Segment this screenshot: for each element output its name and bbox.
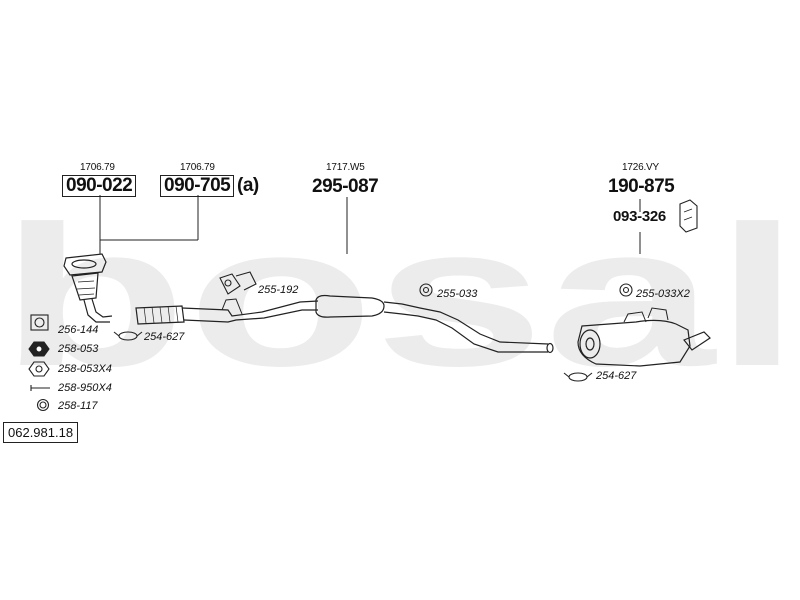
document-id: 062.981.18 (3, 422, 79, 443)
watermark-text: bosal (0, 185, 800, 408)
part-number-190-875: 190-875 (608, 176, 675, 197)
fitting-label-254-627-front: 254-627 (144, 331, 185, 343)
legend-label-258-117: 258-117 (58, 400, 98, 412)
part-suffix-090-705: (a) (237, 175, 259, 196)
legend-icons (28, 314, 50, 412)
front-pipe-catalyst (63, 253, 113, 323)
part-ref-190-875: 1726.VY (622, 162, 659, 173)
part-ref-090-705: 1706.79 (180, 162, 215, 173)
legend-label-258-053: 258-053 (58, 343, 99, 355)
part-number-295-087: 295-087 (312, 176, 379, 197)
fitting-icons (113, 199, 698, 382)
part-ref-090-022: 1706.79 (80, 162, 115, 173)
part-number-090-022: 090-022 (62, 175, 137, 197)
fitting-label-255-192: 255-192 (258, 284, 299, 296)
hex-nut-icon (28, 361, 50, 377)
middle-silencer (315, 294, 554, 354)
legend-label-258-950x4: 258-950X4 (58, 382, 112, 394)
part-ref-295-087: 1717.W5 (326, 162, 365, 173)
part-number-090-705: 090-705 (160, 175, 235, 197)
rear-silencer (577, 307, 711, 367)
fitting-label-254-627-rear: 254-627 (596, 370, 637, 382)
ring-gasket-icon (36, 398, 50, 412)
fitting-label-255-033: 255-033 (437, 288, 478, 300)
legend-label-256-144: 256-144 (58, 324, 99, 336)
intermediate-pipe (135, 298, 319, 325)
legend-label-258-053x4: 258-053X4 (58, 363, 112, 375)
leader-lines (99, 195, 641, 254)
fitting-label-255-033x2: 255-033X2 (636, 288, 690, 300)
gasket-square-icon (30, 314, 49, 331)
bracket-part-number: 093-326 (613, 208, 666, 225)
